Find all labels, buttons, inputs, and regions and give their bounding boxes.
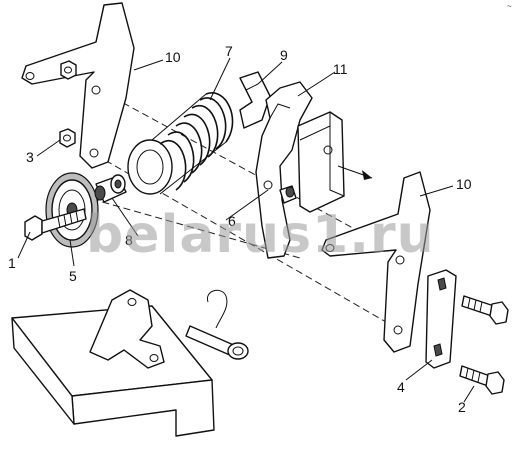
channel-plate (297, 111, 345, 213)
corner-mark: ~ (507, 2, 512, 11)
bushing (94, 174, 127, 203)
callout-7: 7 (225, 43, 233, 59)
callout-10-left: 10 (165, 49, 181, 65)
mounting-block (11, 289, 215, 437)
callout-9: 9 (280, 47, 288, 63)
bolt-upper-right (461, 295, 509, 325)
callout-10-right: 10 (456, 176, 472, 192)
callout-11: 11 (333, 61, 348, 77)
nut-lower (59, 128, 76, 148)
callout-4: 4 (397, 379, 405, 395)
leader-lines (17, 57, 475, 403)
spacer-sleeve (279, 185, 297, 204)
right-bracket (321, 171, 431, 353)
callout-2: 2 (458, 399, 466, 415)
bolt-lower-right (459, 365, 505, 395)
callout-1: 1 (8, 255, 16, 271)
assembly-arrow (337, 165, 373, 180)
left-bracket (21, 2, 135, 169)
nut-upper (60, 60, 77, 80)
callout-6: 6 (228, 213, 236, 229)
coil-spring (127, 92, 234, 195)
callout-8: 8 (125, 232, 133, 248)
watermark: belarus1.ru (86, 205, 435, 265)
callout-5: 5 (69, 268, 77, 284)
callout-3: 3 (26, 149, 34, 165)
strap-plate (425, 269, 457, 369)
pin-with-ring (185, 289, 249, 360)
callout-labels: 10 7 9 11 10 3 1 5 6 8 4 2 (8, 43, 472, 415)
